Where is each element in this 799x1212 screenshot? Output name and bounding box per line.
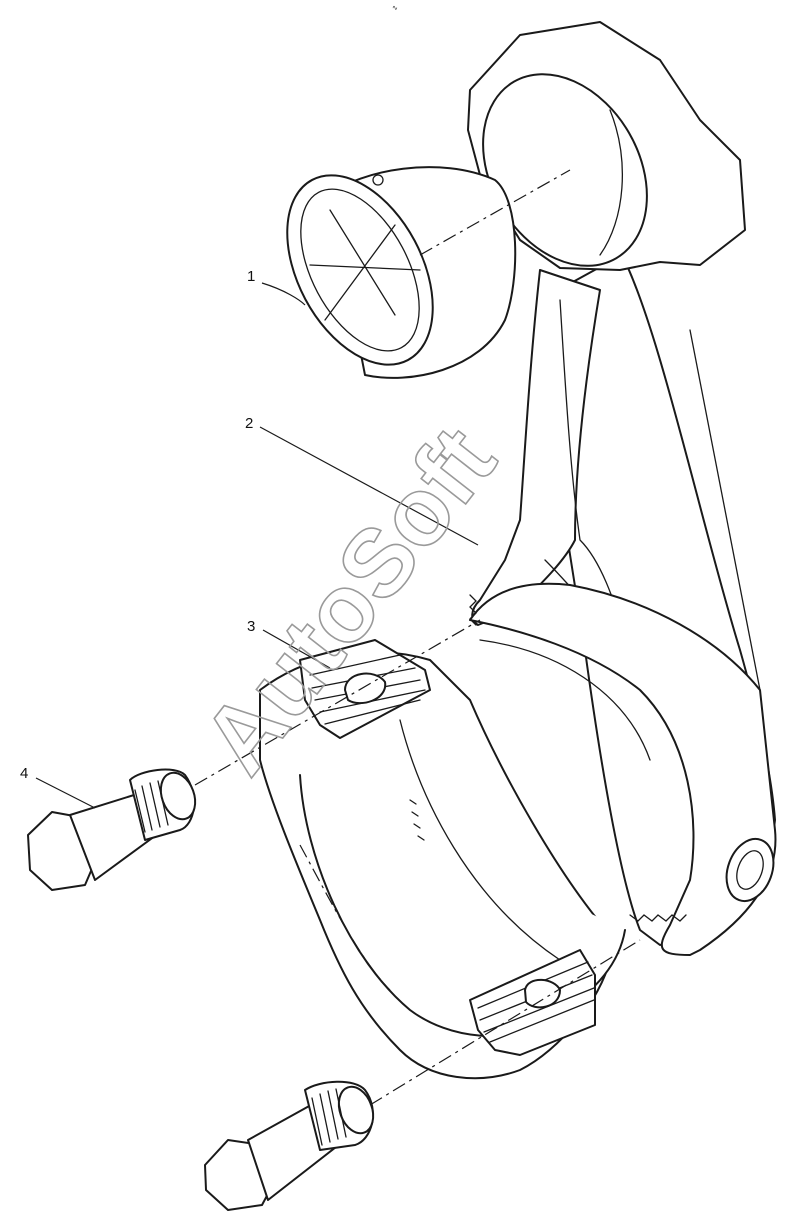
centerline-cap-left	[299, 844, 391, 991]
bolt-upper	[27, 768, 197, 891]
leader-1	[261, 282, 306, 306]
callout-2: 2	[245, 415, 253, 432]
serrated-joint-lower	[469, 949, 596, 1056]
centerline-bushing	[419, 169, 571, 256]
leader-3	[262, 629, 331, 669]
bearing-bushing	[286, 166, 517, 379]
leader-4	[35, 777, 96, 809]
centerline-upper-bolt	[194, 619, 481, 786]
callout-1: 1	[247, 268, 255, 285]
callout-4: 4	[20, 765, 28, 782]
connecting-rod	[467, 21, 777, 956]
bolt-lower	[204, 1080, 375, 1211]
callout-3: 3	[247, 618, 255, 635]
serrated-joint-upper	[299, 639, 431, 739]
top-mark: ∿	[392, 5, 398, 12]
centerline-lower-bolt	[369, 939, 641, 1106]
leader-2	[259, 426, 479, 546]
